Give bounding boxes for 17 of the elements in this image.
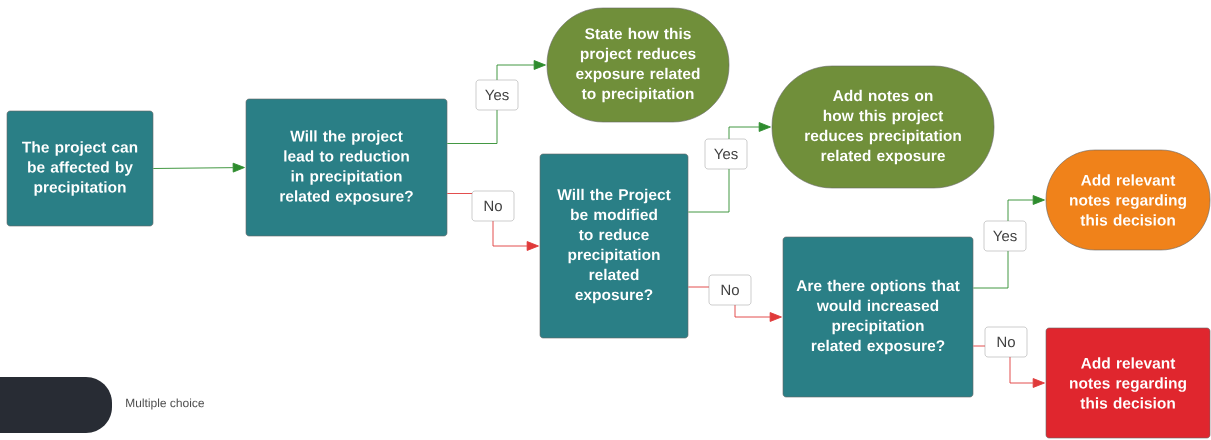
- decision-box: Are there options that would increased precipitation related exposure?: [782, 236, 974, 398]
- edge-label: Yes: [475, 79, 519, 111]
- edge-label: Yes: [983, 220, 1027, 252]
- edge-label: No: [471, 190, 515, 222]
- arrow: [152, 162, 245, 173]
- outcome-terminal: Add relevant notes regarding this decision: [1045, 149, 1211, 251]
- decision-box: Will the project lead to reduction in precipitation related exposure?: [245, 98, 448, 237]
- edge-label: No: [984, 326, 1028, 358]
- pill-shape: [0, 377, 112, 433]
- edge-label: Yes: [704, 138, 748, 170]
- decision-box: Will the Project be modified to reduce precipitation related exposure?: [539, 153, 689, 339]
- start-box: The project can be affected by precipitation: [6, 110, 154, 227]
- outcome-terminal: Add notes on how this project reduces precipitation related exposure: [771, 65, 995, 189]
- caption-text: Multiple choice: [126, 398, 204, 410]
- edge-label: No: [708, 274, 752, 306]
- outcome-terminal: State how this project reduces exposure related to precipitation: [546, 7, 730, 123]
- outcome-box: Add relevant notes regarding this decision: [1045, 327, 1211, 439]
